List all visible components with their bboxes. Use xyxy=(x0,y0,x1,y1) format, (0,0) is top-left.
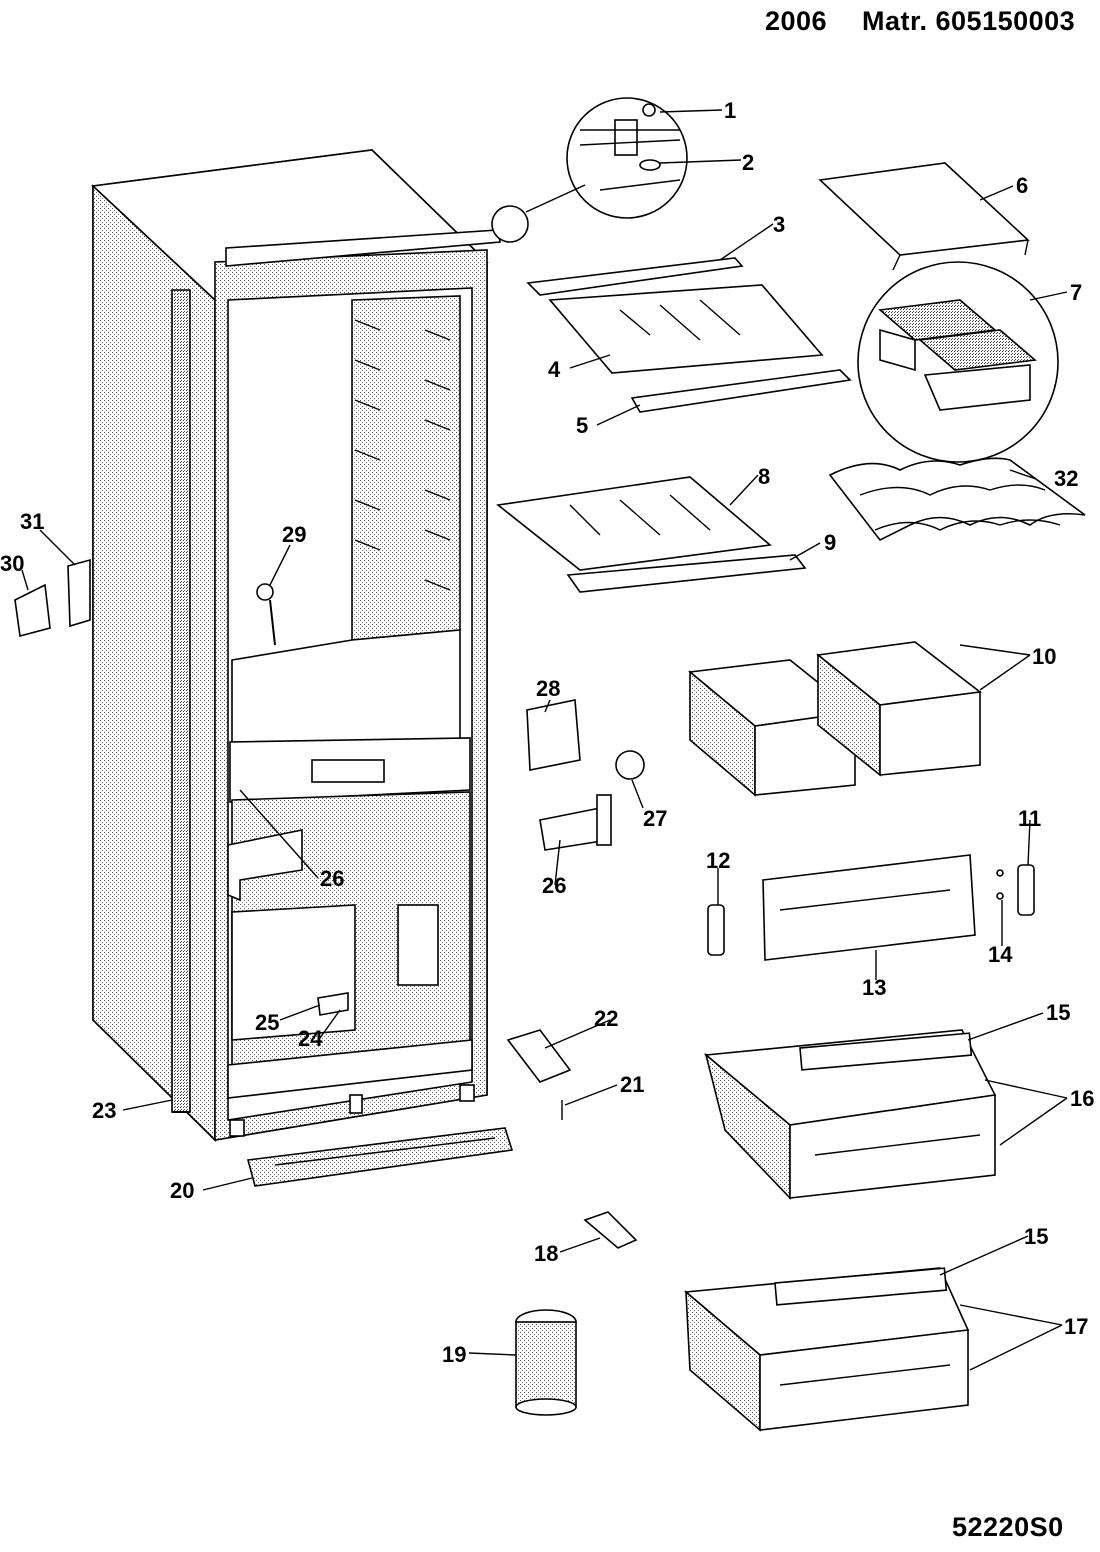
callout-23: 23 xyxy=(92,1098,116,1123)
callout-25: 25 xyxy=(255,1010,279,1035)
drawer-front xyxy=(762,854,976,961)
freezer-drawer-lower xyxy=(684,1267,970,1432)
shelf-supports xyxy=(354,319,451,591)
callout-15-upper: 15 xyxy=(1046,1000,1070,1025)
callout-17: 17 xyxy=(1064,1314,1088,1339)
bottle-rack xyxy=(828,457,1086,542)
ice-tray-detail xyxy=(857,261,1059,463)
callout-8: 8 xyxy=(758,464,770,489)
callout-20: 20 xyxy=(170,1178,194,1203)
footer-code: 52220S0 xyxy=(952,1512,1064,1542)
hinge-detail-magnifier xyxy=(491,97,688,243)
drawer-hinges xyxy=(707,864,1035,956)
small-parts xyxy=(14,558,645,1416)
callout-leaders xyxy=(21,109,1068,1371)
callout-5: 5 xyxy=(576,413,588,438)
callout-numbers: 1 2 3 4 5 6 7 8 9 10 11 12 13 14 15 16 1… xyxy=(0,98,1094,1367)
callout-19: 19 xyxy=(442,1342,466,1367)
glass-shelf-lower xyxy=(496,476,807,593)
callout-32: 32 xyxy=(1054,466,1078,491)
callout-3: 3 xyxy=(773,212,785,237)
callout-14: 14 xyxy=(988,942,1013,967)
egg-tray-holder xyxy=(818,162,1030,271)
callout-9: 9 xyxy=(824,530,836,555)
crisper-bins xyxy=(688,641,983,797)
callout-1: 1 xyxy=(724,98,736,123)
callout-11: 11 xyxy=(1018,806,1041,831)
header-matr: Matr. 605150003 xyxy=(862,6,1076,36)
callout-12: 12 xyxy=(706,848,730,873)
callout-26-cabinet: 26 xyxy=(320,866,344,891)
callout-16: 16 xyxy=(1070,1086,1094,1111)
callout-18: 18 xyxy=(534,1241,558,1266)
callout-6: 6 xyxy=(1016,173,1028,198)
callout-31: 31 xyxy=(20,509,44,534)
callout-4: 4 xyxy=(548,357,561,382)
glass-shelf-upper xyxy=(526,257,852,413)
callout-28: 28 xyxy=(536,676,560,701)
callout-7: 7 xyxy=(1070,280,1082,305)
callout-21: 21 xyxy=(620,1072,644,1097)
callout-15-lower: 15 xyxy=(1024,1224,1048,1249)
callout-30: 30 xyxy=(0,551,24,576)
callout-26-part: 26 xyxy=(542,873,566,898)
callout-10: 10 xyxy=(1032,644,1056,669)
freezer-drawer-upper xyxy=(704,1029,997,1200)
cabinet-body xyxy=(91,149,501,1142)
callout-2: 2 xyxy=(742,150,754,175)
callout-22: 22 xyxy=(594,1006,618,1031)
callout-13: 13 xyxy=(862,975,886,1000)
callout-27: 27 xyxy=(643,806,667,831)
callout-24: 24 xyxy=(298,1026,323,1051)
callout-29: 29 xyxy=(282,522,306,547)
header-year: 2006 xyxy=(765,6,828,36)
